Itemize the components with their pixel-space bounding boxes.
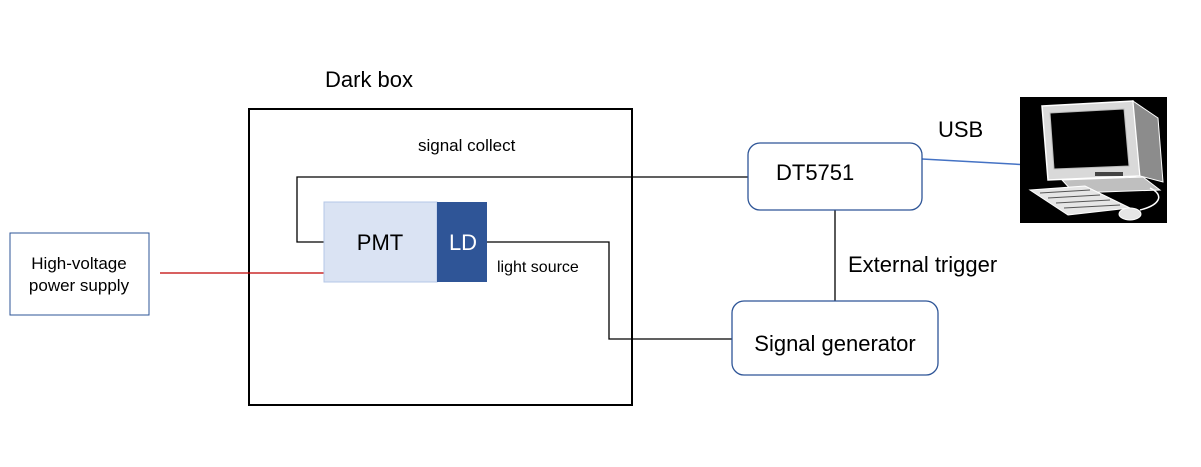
signal-generator-box — [731, 300, 939, 376]
external-trigger-label: External trigger — [848, 252, 997, 277]
dark-box-title: Dark box — [325, 67, 413, 92]
pmt-label: PMT — [357, 230, 403, 255]
signal-generator-label: Signal generator — [754, 331, 915, 356]
pmt-block — [323, 201, 438, 283]
ld-block — [437, 202, 487, 282]
computer-icon — [1020, 97, 1167, 223]
hv-label-line1: High-voltage — [31, 254, 126, 273]
usb-line — [921, 158, 1031, 166]
digitizer-label: DT5751 — [776, 160, 854, 185]
ld-label: LD — [449, 230, 477, 255]
light-source-label: light source — [497, 259, 579, 276]
light-source-wire — [487, 241, 732, 340]
hv-power-supply-box — [9, 232, 150, 316]
signal-collect-wire — [296, 176, 748, 243]
signal-collect-label: signal collect — [418, 136, 516, 155]
dark-box — [248, 108, 633, 406]
usb-label: USB — [938, 117, 983, 142]
hv-label-line2: power supply — [29, 276, 130, 295]
digitizer-box — [747, 142, 923, 211]
